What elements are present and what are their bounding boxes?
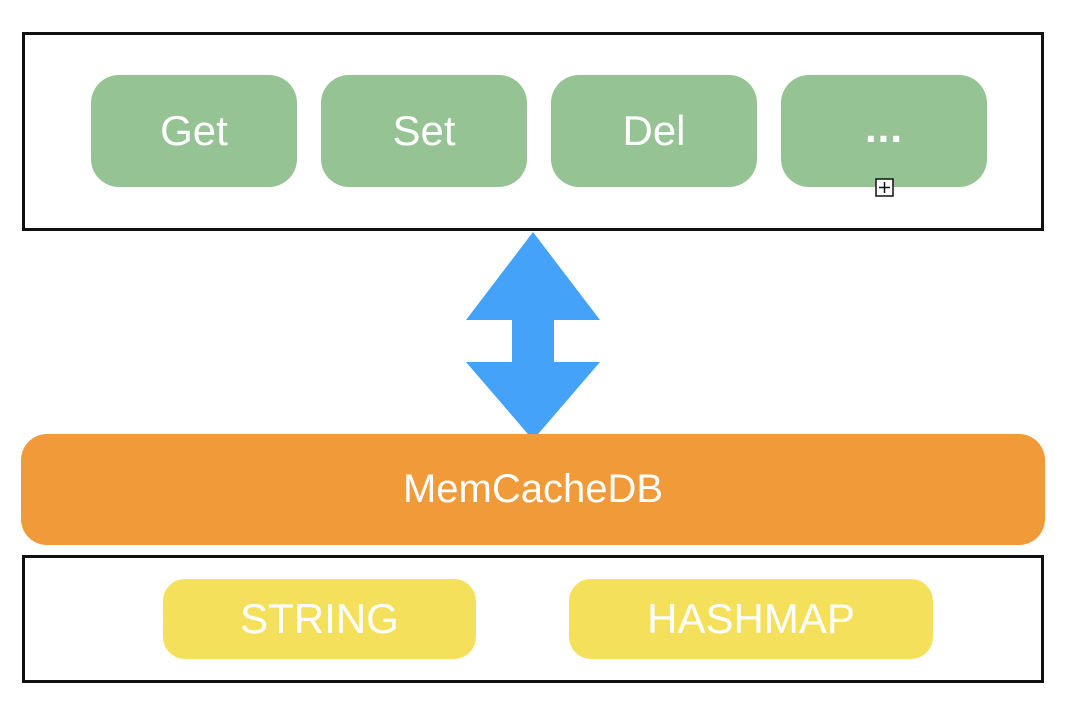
- data-type-hashmap: HASHMAP: [569, 579, 933, 659]
- command-more-label: ...: [864, 104, 903, 151]
- command-get: Get: [91, 75, 297, 187]
- command-set-label: Set: [392, 107, 456, 154]
- command-more: ...: [781, 75, 987, 187]
- data-type-hashmap-label: HASHMAP: [647, 595, 855, 642]
- command-set: Set: [321, 75, 527, 187]
- data-type-string-label: STRING: [240, 595, 399, 642]
- memcachedb-layer: MemCacheDB: [21, 434, 1045, 545]
- plus-box-icon[interactable]: [875, 178, 894, 197]
- command-del-label: Del: [622, 107, 686, 154]
- command-del: Del: [551, 75, 757, 187]
- memcachedb-label: MemCacheDB: [402, 467, 664, 511]
- data-type-string: STRING: [163, 579, 476, 659]
- command-get-label: Get: [160, 107, 228, 154]
- double-headed-vertical-arrow-icon: [466, 232, 600, 440]
